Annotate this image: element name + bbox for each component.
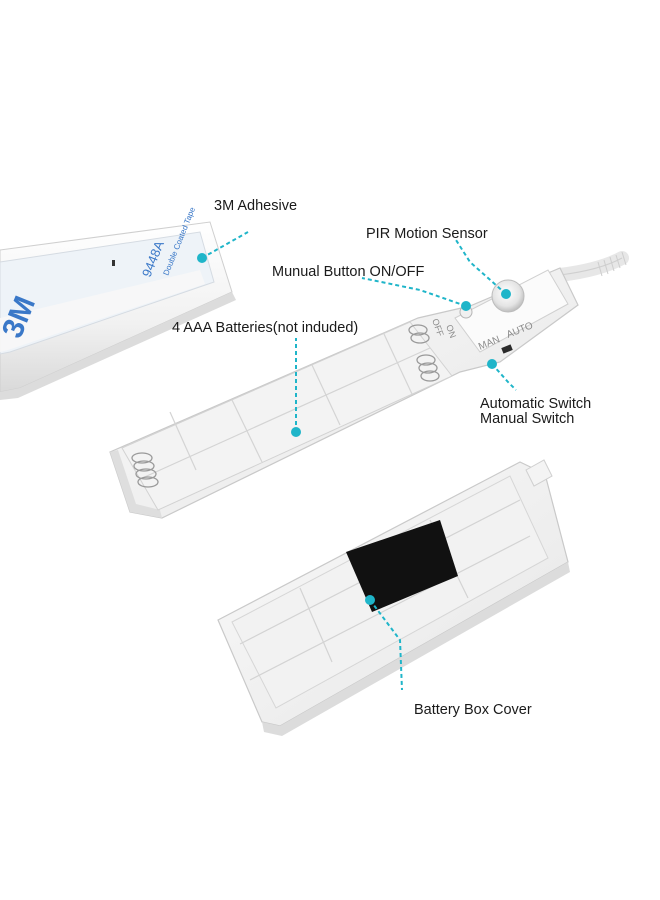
spring-left	[131, 452, 159, 488]
button-on-text: ON	[444, 323, 458, 339]
spring-right	[408, 324, 440, 382]
battery-cover	[217, 459, 570, 736]
callout-pir-motion-sensor: PIR Motion Sensor	[366, 226, 488, 242]
mode-switch	[501, 344, 513, 354]
callout-automatic-switch: Automatic Switch	[480, 396, 592, 412]
power-cable	[553, 251, 629, 282]
callout-batteries: 4 AAA Batteries(not induded)	[172, 320, 359, 336]
foam-pad	[346, 520, 458, 612]
leader-lines	[197, 231, 517, 691]
callout-manual-button: Munual Button ON/OFF	[272, 264, 425, 280]
callout-3m-adhesive: 3M Adhesive	[214, 198, 298, 214]
light-bar-adhesive: 3M 9448A Double Coated Tape	[0, 205, 236, 400]
callout-battery-box-cover: Battery Box Cover	[414, 702, 532, 718]
callout-manual-switch: Manual Switch	[480, 411, 575, 427]
